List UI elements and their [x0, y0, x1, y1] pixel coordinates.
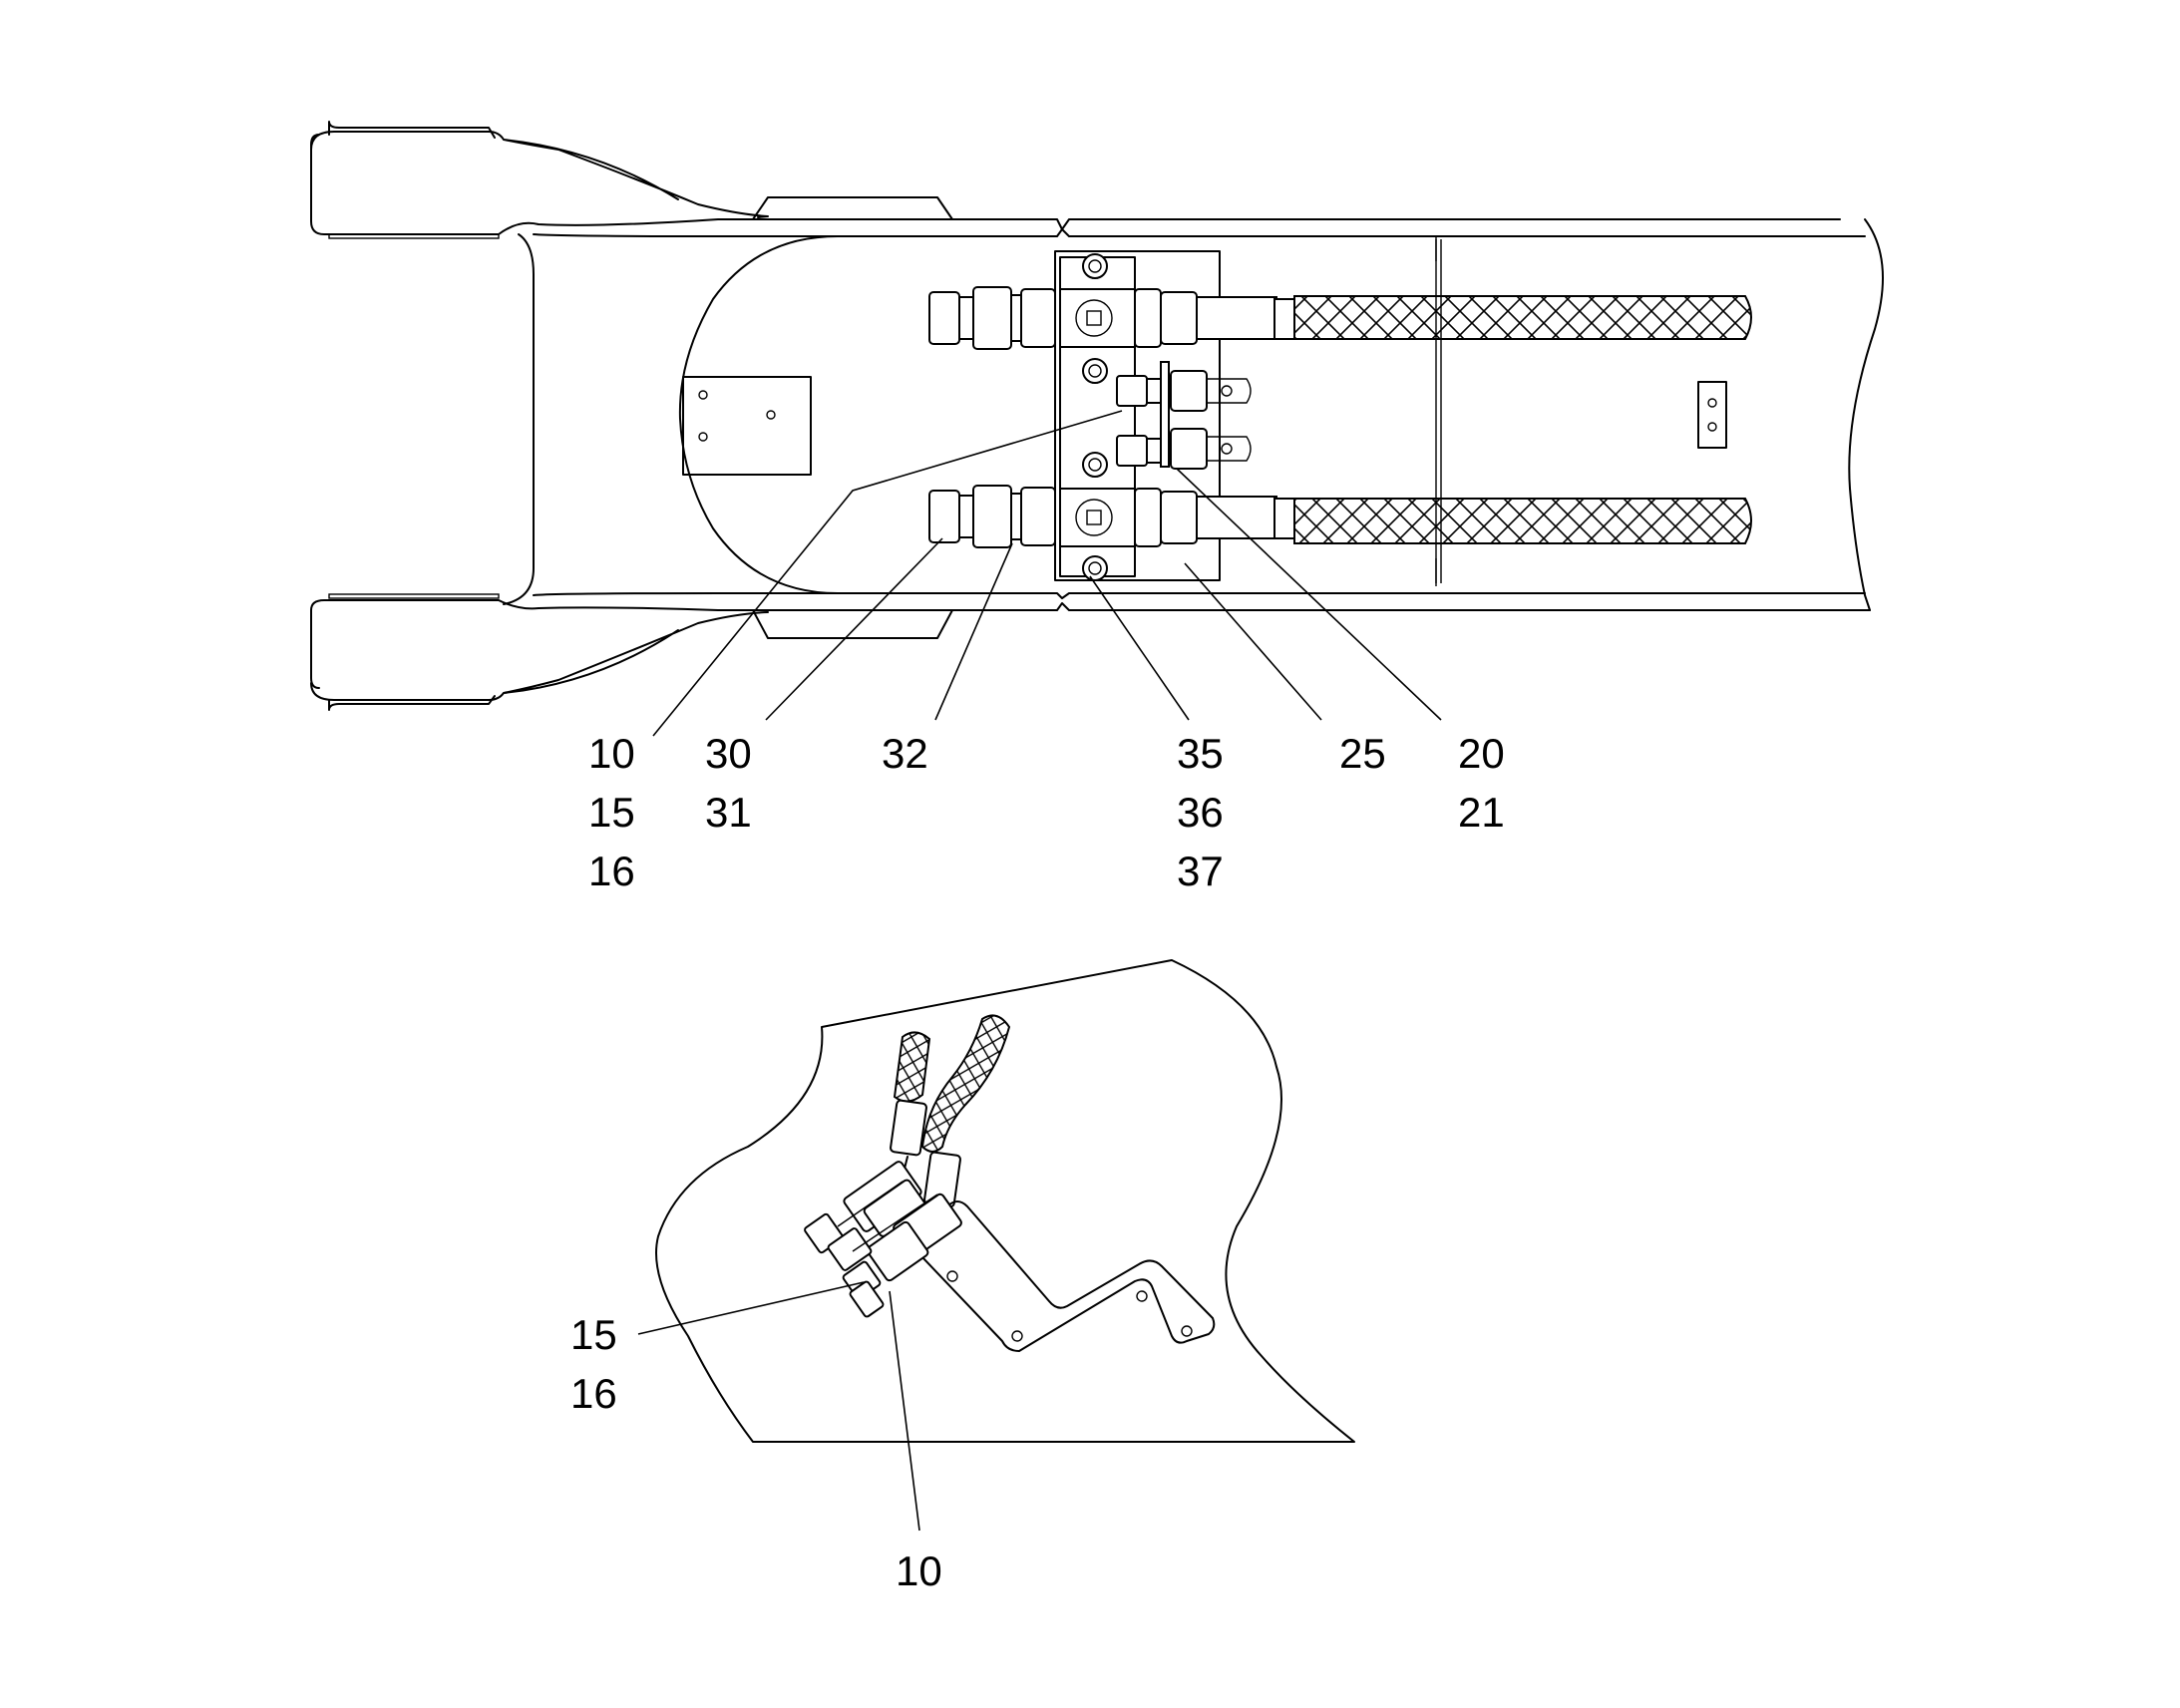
callout-label: 37	[1177, 848, 1224, 894]
callout-label: 16	[588, 848, 635, 894]
callout-label: 32	[882, 730, 928, 777]
boom-outline	[310, 121, 1884, 711]
callout-label: 25	[1339, 730, 1386, 777]
hose-lower	[1273, 498, 1752, 544]
callout-label: 10	[896, 1547, 942, 1594]
callout-label: 15	[588, 789, 635, 836]
mounting-plate-left	[682, 376, 812, 476]
hose-upper	[1273, 295, 1752, 340]
detail-view	[637, 959, 1355, 1532]
callout-label: 15	[570, 1311, 617, 1358]
detail-hoses	[890, 1014, 1011, 1247]
callout-label: 16	[570, 1370, 617, 1417]
bracket-hole	[1181, 1325, 1193, 1337]
fittings-left-top	[928, 286, 1056, 350]
valve-manifold	[1054, 250, 1221, 581]
detail-bracket	[902, 1200, 1216, 1352]
callout-label: 10	[588, 730, 635, 777]
callouts-detail: 15 16 10	[570, 1311, 942, 1594]
callout-label: 20	[1458, 730, 1505, 777]
fittings-left-bottom	[928, 485, 1056, 548]
leader-lines-detail	[637, 1281, 920, 1532]
callouts-top: 10 15 16 30 31 32 35 36 37 25 20 21	[588, 730, 1505, 894]
top-view	[310, 121, 1884, 737]
center-fittings	[1116, 361, 1252, 470]
detail-fittings	[804, 1161, 962, 1318]
callout-label: 35	[1177, 730, 1224, 777]
bracket-hole	[1011, 1330, 1023, 1342]
bracket-hole	[1136, 1290, 1148, 1302]
bracket-hole	[946, 1270, 958, 1282]
leader-lines-top	[652, 410, 1442, 737]
mounting-plate-right	[1697, 381, 1727, 449]
callout-label: 21	[1458, 789, 1505, 836]
detail-panel-outline	[655, 959, 1355, 1443]
callout-label: 31	[705, 789, 752, 836]
callout-label: 30	[705, 730, 752, 777]
fittings-right	[1134, 288, 1277, 547]
callout-label: 36	[1177, 789, 1224, 836]
